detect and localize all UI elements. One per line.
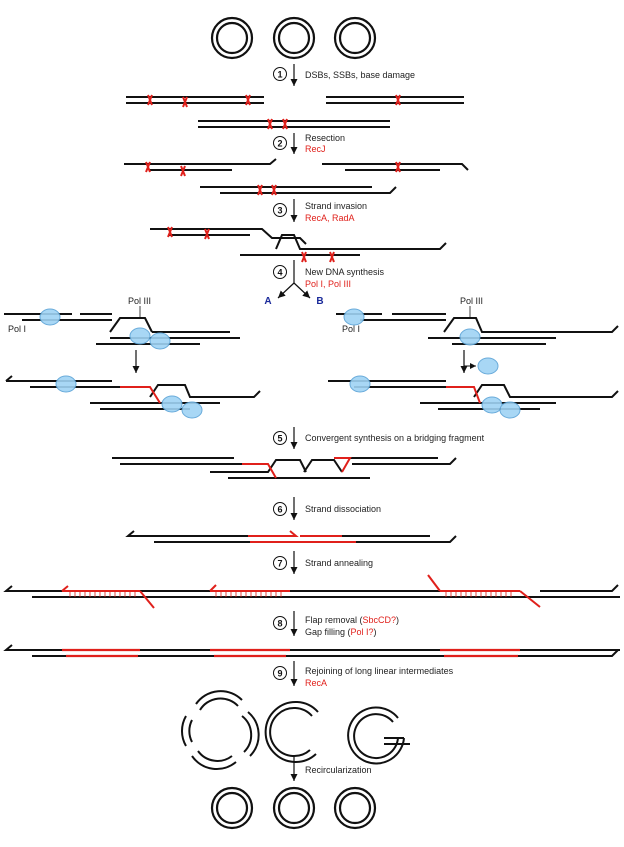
annealing-hatches — [69, 591, 512, 597]
branch-a-synthesis — [4, 313, 240, 345]
step-4-label: New DNA synthesis — [305, 267, 385, 277]
annealed-new-dna — [61, 574, 541, 609]
dissociated-strands — [125, 530, 457, 543]
step-3-enzymes: RecA, RadA — [305, 213, 355, 223]
step-2-number: 2 — [277, 139, 282, 149]
step-8-gap-filling: Gap filling (Pol I?) — [305, 627, 377, 637]
branch-b-pol3-label: Pol III — [460, 296, 483, 306]
damage-marks — [147, 94, 401, 130]
step-2-enzymes: RecJ — [305, 144, 326, 154]
rejoining-intermediates — [181, 690, 410, 770]
bridging-new-dna — [242, 457, 352, 479]
step-5-label: Convergent synthesis on a bridging fragm… — [305, 433, 485, 443]
branch-a-pol3-label: Pol III — [128, 296, 151, 306]
step-5-number: 5 — [277, 434, 282, 444]
branch-a-polymerases-2 — [55, 375, 203, 419]
step-8-label: Flap removal (SbcCD?) — [305, 615, 399, 625]
step-9-enzymes: RecA — [305, 678, 327, 688]
branch-a-extended — [5, 375, 261, 410]
branch-a-label: A — [264, 296, 271, 307]
bottom-chromosomes — [210, 786, 377, 830]
step-8-number: 8 — [277, 619, 282, 629]
bridging-fragment — [112, 457, 457, 479]
repaired-new-dna — [62, 648, 520, 658]
step-3-number: 3 — [277, 206, 282, 216]
resected-damage-marks — [145, 161, 401, 196]
branch-b-pol1-label: Pol I — [342, 324, 360, 334]
branch-b-extended — [328, 380, 619, 410]
resected-fragments — [124, 158, 469, 194]
branch-b-new-dna — [446, 386, 481, 404]
recircularization-label: Recircularization — [305, 765, 372, 775]
step-9-label: Rejoining of long linear intermediates — [305, 666, 454, 676]
top-chromosomes — [210, 16, 377, 60]
step-7-label: Strand annealing — [305, 558, 373, 568]
branch-a-new-dna — [120, 386, 161, 404]
branch-a-polymerases — [39, 308, 171, 350]
branch-b-polymerases — [343, 308, 499, 375]
invasion-damage-marks — [167, 226, 335, 263]
step-7-number: 7 — [277, 559, 282, 569]
step-4-enzymes: Pol I, Pol III — [305, 279, 351, 289]
step-3-label: Strand invasion — [305, 201, 367, 211]
step-9-number: 9 — [277, 669, 282, 679]
step-4-number: 4 — [277, 268, 282, 278]
step-6-label: Strand dissociation — [305, 504, 381, 514]
step-1-number: 1 — [277, 70, 282, 80]
branch-b-label: B — [316, 296, 323, 307]
step-6-number: 6 — [277, 505, 282, 515]
dissociated-new-dna — [248, 530, 356, 543]
damaged-fragments — [126, 96, 464, 128]
branch-a-pol1-label: Pol I — [8, 324, 26, 334]
step-1-label: DSBs, SSBs, base damage — [305, 70, 415, 80]
strand-invasion — [150, 228, 447, 256]
branch-b-polymerases-2 — [349, 375, 521, 419]
step-2-label: Resection — [305, 133, 345, 143]
